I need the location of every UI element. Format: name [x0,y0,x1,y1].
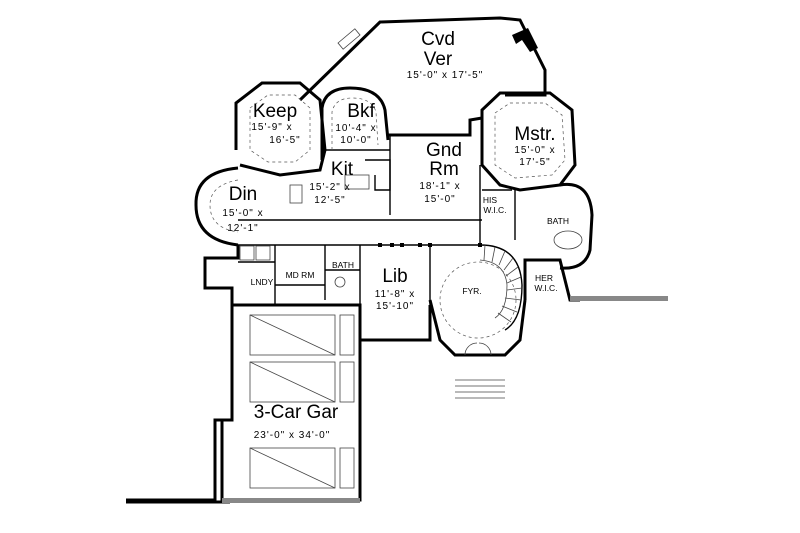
dryer [255,245,271,261]
kitchen-label: Kit [331,159,354,180]
stair-treads [483,244,523,323]
his-wic-label-2: W.I.C. [483,205,506,215]
veranda-fireplace [512,28,538,52]
keeping-room-wall [234,81,327,177]
garage-threshold [222,498,360,503]
washer [239,245,255,261]
master-bath-label: BATH [547,216,569,226]
kitchen-island [344,174,370,190]
columns [378,243,482,247]
west-wall [203,245,240,305]
veranda-label-2: Ver [424,49,453,70]
breakfast-label: Bkf [347,101,375,122]
foyer-staircase-inner [479,259,508,319]
front-steps [455,379,505,399]
east-ground-hatch [570,296,668,301]
veranda-label-1: Cvd [421,29,455,50]
veranda-wall [298,16,547,102]
keeping-label: Keep [253,101,297,122]
keeping-ceiling-detail [249,94,311,163]
interior-walls [238,135,560,305]
laundry-label: LNDY [251,277,274,287]
great-room-dims-2: 15'-0" [424,194,455,205]
his-wic-label-1: HIS [483,195,498,205]
library-dims-1: 11'-8" x [375,289,416,300]
her-wic-label-2: W.I.C. [534,283,557,293]
her-wic-label-1: HER [535,273,553,283]
kitchen-dims-1: 15'-2" x [309,182,350,193]
master-tub [553,230,583,250]
kitchen-dims-2: 12'-5" [314,195,345,206]
garage-west-wall [222,305,234,422]
front-door [464,342,492,356]
library-label: Lib [382,266,407,287]
garage-wall [126,303,362,502]
garage-doors [249,314,355,489]
garage-label: 3-Car Gar [254,402,339,423]
library-dims-2: 15'-10" [376,301,414,312]
breakfast-dims-1: 10'-4" x [335,123,376,134]
north-wall [388,116,483,137]
garage-dims: 23'-0" x 34'-0" [254,430,331,441]
exterior-walls [126,16,668,504]
foyer-staircase [479,244,523,331]
master-dims-1: 15'-0" x [514,145,555,156]
master-dims-2: 17'-5" [519,157,550,168]
library-south-wall [360,305,432,342]
master-wall [480,91,577,192]
small-labels: HIS W.I.C. BATH HER W.I.C. BATH LNDY MD … [251,195,569,296]
breakfast-dims-2: 10'-0" [340,135,371,146]
dining-bay-wall [194,166,239,247]
keeping-dims-2: 16'-5" [269,135,300,146]
dining-dims-2: 12'-1" [227,223,258,234]
dining-dims-1: 15'-0" x [222,208,263,219]
fixtures [209,28,583,489]
toilet [334,276,346,288]
foyer-dome [439,261,517,339]
dining-label: Din [229,184,258,205]
half-bath-label: BATH [332,260,354,270]
foyer-wall [428,299,527,357]
range [289,184,303,204]
breakfast-ceiling-detail [331,97,379,150]
master-bath-bay-wall [559,182,594,270]
outdoor-grill [337,28,361,50]
keeping-dims-1: 15'-9" x [251,122,292,133]
great-room-label-1: Gnd [426,140,462,161]
room-labels: Cvd Ver 15'-0" x 17'-5" Keep 15'-9" x 16… [222,29,555,441]
mud-room-label: MD RM [286,270,315,280]
dining-ceiling-detail [209,179,239,233]
veranda-dims: 15'-0" x 17'-5" [407,70,484,81]
foyer-label: FYR. [462,286,481,296]
master-label: Mstr. [514,124,555,145]
breakfast-bay-wall [320,86,390,160]
great-room-label-2: Rm [429,159,459,180]
kitchen-counter [365,159,391,191]
great-room-dims-1: 18'-1" x [419,181,460,192]
